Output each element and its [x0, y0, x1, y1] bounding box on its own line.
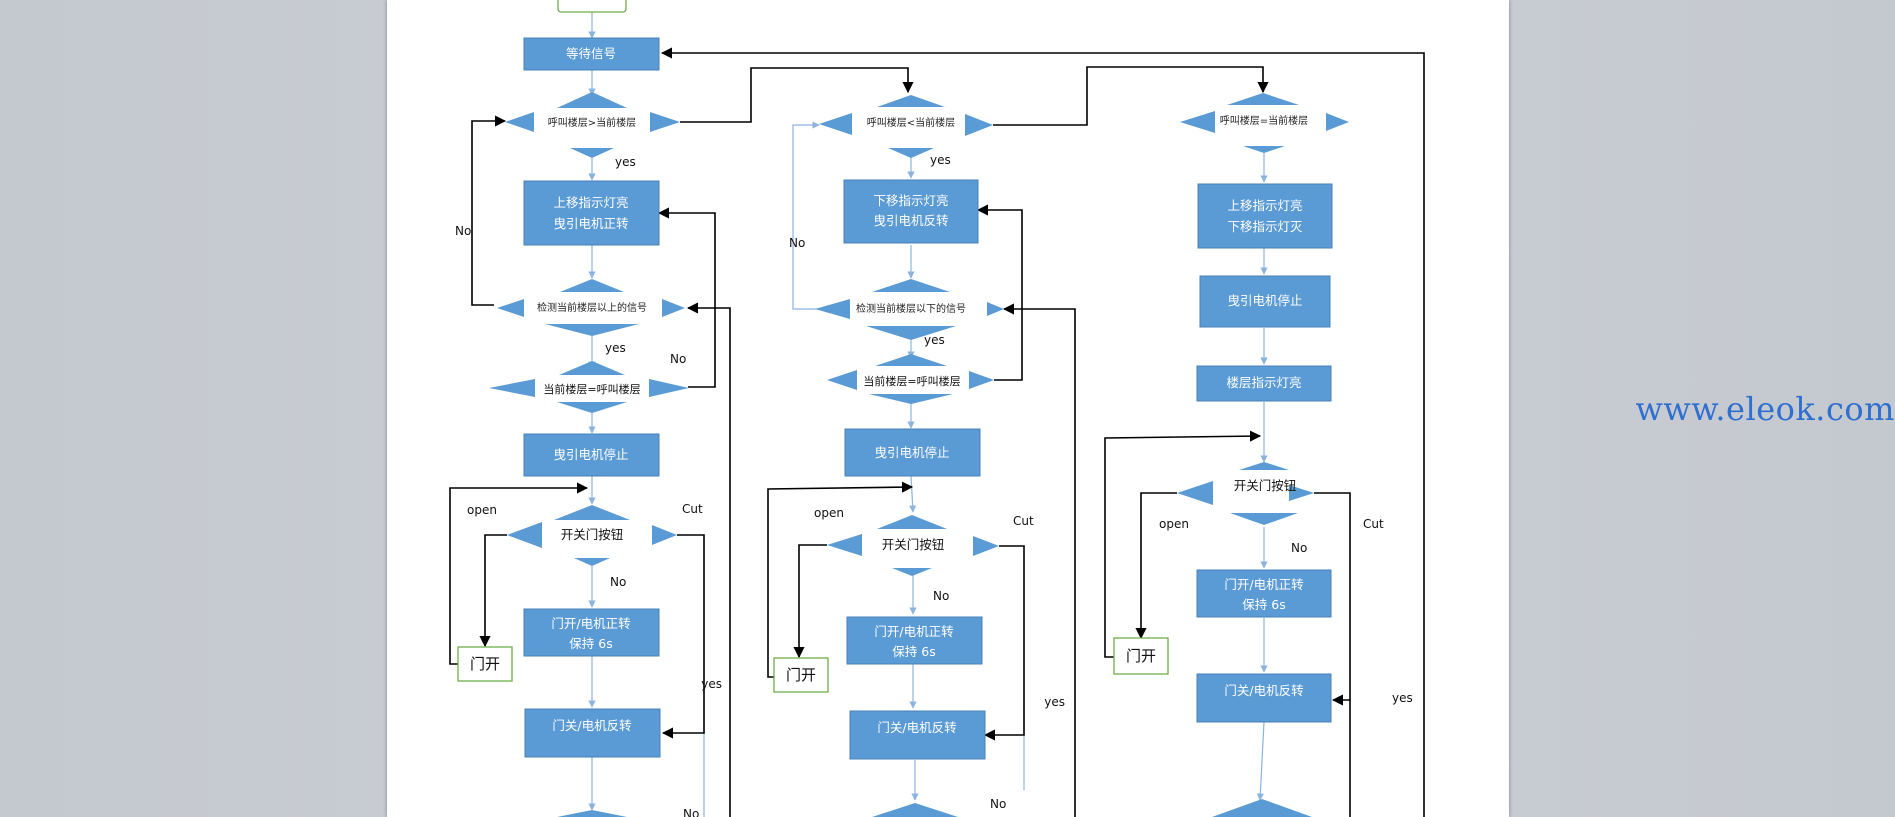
motor-stop-label-c3: 曳引电机停止 [1227, 293, 1302, 308]
door-open-motor-forward-box-c1: 门开/电机正转 保持 6s [523, 608, 660, 657]
edge-label-c2-cut: Cut [1013, 514, 1034, 528]
motor-stop-label: 曳引电机停止 [553, 447, 628, 462]
edge-label-c2-yes-2: yes [924, 333, 945, 347]
edge-label-c2-open: open [814, 506, 844, 520]
up-light-motor-forward-box: 上移指示灯亮 曳引电机正转 [523, 180, 660, 246]
door-open-motor-forward-line1-c3: 门开/电机正转 [1224, 577, 1303, 592]
edge-label-c2-yes-1: yes [930, 153, 951, 167]
door-close-motor-reverse-box-c1: 门关/电机反转 [524, 708, 661, 758]
motor-stop-label-c2: 曳引电机停止 [874, 445, 949, 460]
down-light-label: 下移指示灯亮 [873, 193, 948, 208]
decision-floor-equal-c2-label: 当前楼层=呼叫楼层 [863, 374, 960, 388]
down-light-motor-reverse-box: 下移指示灯亮 曳引电机反转 [843, 179, 979, 244]
decision-call-above-label: 呼叫楼层>当前楼层 [548, 116, 636, 129]
decision-floor-equal-label: 当前楼层=呼叫楼层 [543, 382, 640, 396]
c3-up-light-label: 上移指示灯亮 [1227, 198, 1302, 213]
decision-detect-below-label: 检测当前楼层以下的信号 [856, 302, 966, 315]
door-open-motor-forward-line1-c2: 门开/电机正转 [874, 624, 953, 639]
decision-door-button-c2-label: 开关门按钮 [882, 537, 945, 552]
decision-detect-above-label: 检测当前楼层以上的信号 [537, 301, 647, 314]
decision-call-below-label: 呼叫楼层<当前楼层 [867, 116, 955, 129]
edge-label-c2-no-door: No [933, 589, 949, 603]
decision-call-above: 呼叫楼层>当前楼层 [505, 92, 680, 158]
edge-label-c3-cut: Cut [1363, 517, 1384, 531]
door-open-label-c2: 门开 [786, 666, 816, 684]
door-open-motor-forward-line2-c2: 保持 6s [892, 644, 935, 659]
door-open-box-c2: 门开 [773, 657, 829, 693]
decision-detect-below: 检测当前楼层以下的信号 [815, 279, 1004, 340]
c3-down-light-off-label: 下移指示灯灭 [1227, 219, 1303, 234]
edge-label-c3-yes-long: yes [1392, 691, 1413, 705]
start-terminal [557, 0, 627, 13]
door-open-box-c3: 门开 [1113, 637, 1169, 675]
up-light-down-light-off-box: 上移指示灯亮 下移指示灯灭 [1197, 183, 1333, 249]
edge-label-c1-yes-1: yes [615, 155, 636, 169]
bottom-decision-c2 [872, 803, 958, 817]
bottom-decision-c3 [1212, 799, 1312, 817]
motor-stop-box-c2: 曳引电机停止 [844, 428, 981, 477]
edge-label-c1-cut: Cut [682, 502, 703, 516]
floor-light-box: 楼层指示灯亮 [1196, 365, 1332, 402]
decision-call-below: 呼叫楼层<当前楼层 [819, 95, 993, 158]
edge-label-c3-no-door: No [1291, 541, 1307, 555]
door-close-motor-reverse-label-c2: 门关/电机反转 [877, 720, 956, 735]
door-open-motor-forward-box-c2: 门开/电机正转 保持 6s [846, 616, 983, 665]
edge-label-c1-open: open [467, 503, 497, 517]
decision-call-equal-label: 呼叫楼层=当前楼层 [1220, 114, 1308, 127]
elevator-flowchart: 等待信号 呼叫楼层>当前楼层 yes No 上移指示灯亮 曳引电机正转 检测当前… [449, 0, 1425, 817]
door-open-box-c1: 门开 [457, 646, 513, 682]
wait-signal-label: 等待信号 [566, 46, 616, 61]
blue-connectors [588, 10, 1268, 817]
edge-label-c1-no-left: No [455, 224, 471, 238]
door-open-motor-forward-box-c3: 门开/电机正转 保持 6s [1196, 569, 1332, 618]
door-close-motor-reverse-box-c3: 门关/电机反转 [1196, 673, 1332, 723]
door-close-motor-reverse-label-c1: 门关/电机反转 [552, 718, 631, 733]
edge-label-c2-yes-long: yes [1044, 695, 1065, 709]
door-open-motor-forward-line1-c1: 门开/电机正转 [551, 616, 630, 631]
decision-call-equal: 呼叫楼层=当前楼层 [1180, 93, 1349, 153]
motor-forward-label: 曳引电机正转 [553, 216, 628, 231]
decision-door-button-c3: 开关门按钮 [1177, 462, 1314, 525]
edge-label-c1-no-bottom: No [683, 807, 699, 817]
decision-door-button-c3-label: 开关门按钮 [1234, 478, 1297, 493]
edge-label-c1-yes-2: yes [605, 341, 626, 355]
decision-floor-equal: 当前楼层=呼叫楼层 [489, 361, 689, 413]
motor-stop-box-c3: 曳引电机停止 [1199, 275, 1331, 328]
up-light-label: 上移指示灯亮 [553, 195, 628, 210]
edge-label-c2-no-bottom: No [990, 797, 1006, 811]
door-open-label-c1: 门开 [470, 655, 500, 673]
door-close-motor-reverse-label-c3: 门关/电机反转 [1224, 683, 1303, 698]
door-open-motor-forward-line2-c1: 保持 6s [569, 636, 612, 651]
decision-door-button-label: 开关门按钮 [561, 527, 624, 542]
black-connectors [449, 47, 1425, 817]
decision-door-button: 开关门按钮 [507, 505, 677, 566]
door-close-motor-reverse-box-c2: 门关/电机反转 [849, 710, 986, 760]
floor-light-label: 楼层指示灯亮 [1226, 375, 1301, 390]
edge-label-c1-yes-long: yes [701, 677, 722, 691]
bottom-decision-c1 [557, 810, 627, 817]
door-open-motor-forward-line2-c3: 保持 6s [1242, 597, 1285, 612]
motor-reverse-label: 曳引电机反转 [873, 213, 948, 228]
motor-stop-box: 曳引电机停止 [523, 433, 660, 477]
decision-door-button-c2: 开关门按钮 [827, 515, 999, 576]
wait-signal-box: 等待信号 [523, 37, 660, 71]
edge-label-c3-open: open [1159, 517, 1189, 531]
edge-label-c1-no-door: No [610, 575, 626, 589]
edge-label-c1-no-right: No [670, 352, 686, 366]
edge-label-c2-no-left: No [789, 236, 805, 250]
document-page: 等待信号 呼叫楼层>当前楼层 yes No 上移指示灯亮 曳引电机正转 检测当前… [387, 0, 1509, 817]
door-open-label-c3: 门开 [1126, 647, 1156, 665]
watermark-text: www.eleok.com [1635, 390, 1895, 428]
decision-detect-above: 检测当前楼层以上的信号 [497, 279, 685, 336]
decision-floor-equal-c2: 当前楼层=呼叫楼层 [827, 354, 994, 404]
